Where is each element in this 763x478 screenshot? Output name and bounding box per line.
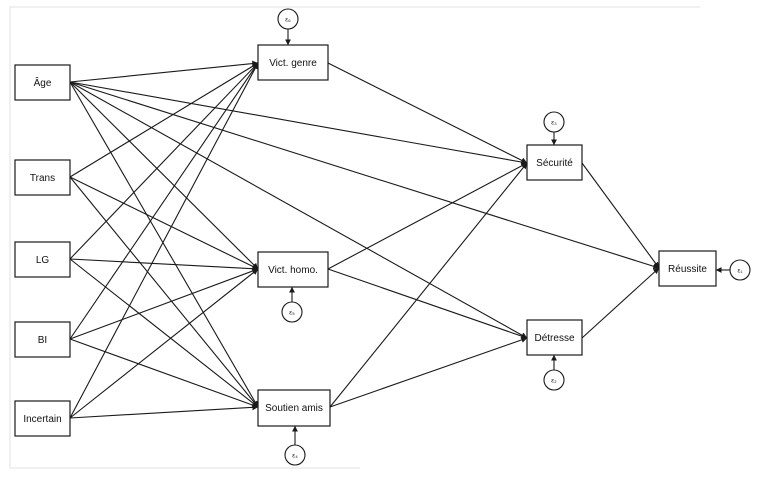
edge-incertain-to-soutien-amis xyxy=(69,404,259,419)
edge-soutien-amis-to-detresse xyxy=(329,337,528,408)
edge-vict-homo-to-securite xyxy=(327,162,528,270)
edge-detresse-to-reussite xyxy=(581,267,660,339)
node-vict-genre: Vict. genre xyxy=(257,44,329,81)
node-age: Âge xyxy=(14,64,71,101)
node-securite-label: Sécurité xyxy=(536,158,573,169)
edge-age-to-vict-genre xyxy=(69,60,259,83)
error-vict-genre-label: ε₆ xyxy=(285,17,291,24)
error-vict-homo: ε₅ xyxy=(281,301,303,323)
edge-bi-to-soutien-amis xyxy=(69,338,259,408)
edge-vict-genre-to-securite xyxy=(327,62,528,164)
edge-incertain-to-vict-genre xyxy=(69,62,259,419)
edge-age-to-securite xyxy=(69,81,528,165)
edge-incertain-to-vict-homo xyxy=(69,268,259,419)
error-soutien-amis-label: ε₄ xyxy=(292,453,298,460)
edge-bi-to-vict-genre xyxy=(69,62,259,340)
edge-age-to-reussite xyxy=(69,81,660,270)
node-detresse: Détresse xyxy=(526,319,583,356)
error-reussite-label: ε₁ xyxy=(737,268,743,275)
error-securite: ε₃ xyxy=(543,111,565,133)
node-age-label: Âge xyxy=(34,76,52,89)
node-bi: BI xyxy=(14,321,71,358)
error-detresse-label: ε₂ xyxy=(551,378,557,385)
edge-bi-to-vict-homo xyxy=(69,268,259,340)
node-bi-label: BI xyxy=(38,335,47,346)
edge-lg-to-vict-homo xyxy=(69,258,259,272)
edge-age-to-detresse xyxy=(69,81,528,339)
node-incertain: Incertain xyxy=(14,400,71,437)
node-soutien-amis-label: Soutien amis xyxy=(265,403,323,414)
error-reussite: ε₁ xyxy=(729,259,751,281)
edge-lg-to-soutien-amis xyxy=(69,258,259,408)
edge-layer xyxy=(69,60,660,419)
edge-trans-to-soutien-amis xyxy=(69,176,259,408)
error-detresse: ε₂ xyxy=(543,369,565,391)
node-detresse-label: Détresse xyxy=(534,333,574,344)
node-reussite: Réussite xyxy=(658,250,717,287)
edge-soutien-amis-to-securite xyxy=(329,162,528,408)
edge-trans-to-vict-homo xyxy=(69,176,259,270)
node-lg-label: LG xyxy=(36,255,50,266)
node-trans: Trans xyxy=(14,159,71,196)
error-vict-homo-label: ε₅ xyxy=(289,310,295,317)
edge-lg-to-vict-genre xyxy=(69,62,259,260)
node-soutien-amis: Soutien amis xyxy=(257,389,331,427)
node-securite: Sécurité xyxy=(526,144,583,181)
node-lg: LG xyxy=(14,241,71,278)
edge-securite-to-reussite xyxy=(581,162,660,269)
node-incertain-label: Incertain xyxy=(23,414,61,425)
node-reussite-label: Réussite xyxy=(668,264,707,275)
error-vict-genre: ε₆ xyxy=(277,8,299,30)
node-vict-homo-label: Vict. homo. xyxy=(268,265,318,276)
error-securite-label: ε₃ xyxy=(551,120,557,127)
node-vict-homo: Vict. homo. xyxy=(257,251,329,288)
edge-vict-homo-to-detresse xyxy=(327,268,528,339)
edge-trans-to-vict-genre xyxy=(69,62,259,178)
error-soutien-amis: ε₄ xyxy=(284,444,306,466)
edge-age-to-vict-homo xyxy=(69,81,259,270)
node-vict-genre-label: Vict. genre xyxy=(269,58,317,69)
node-trans-label: Trans xyxy=(30,173,55,184)
error-layer xyxy=(285,29,730,445)
edge-age-to-soutien-amis xyxy=(69,81,259,408)
